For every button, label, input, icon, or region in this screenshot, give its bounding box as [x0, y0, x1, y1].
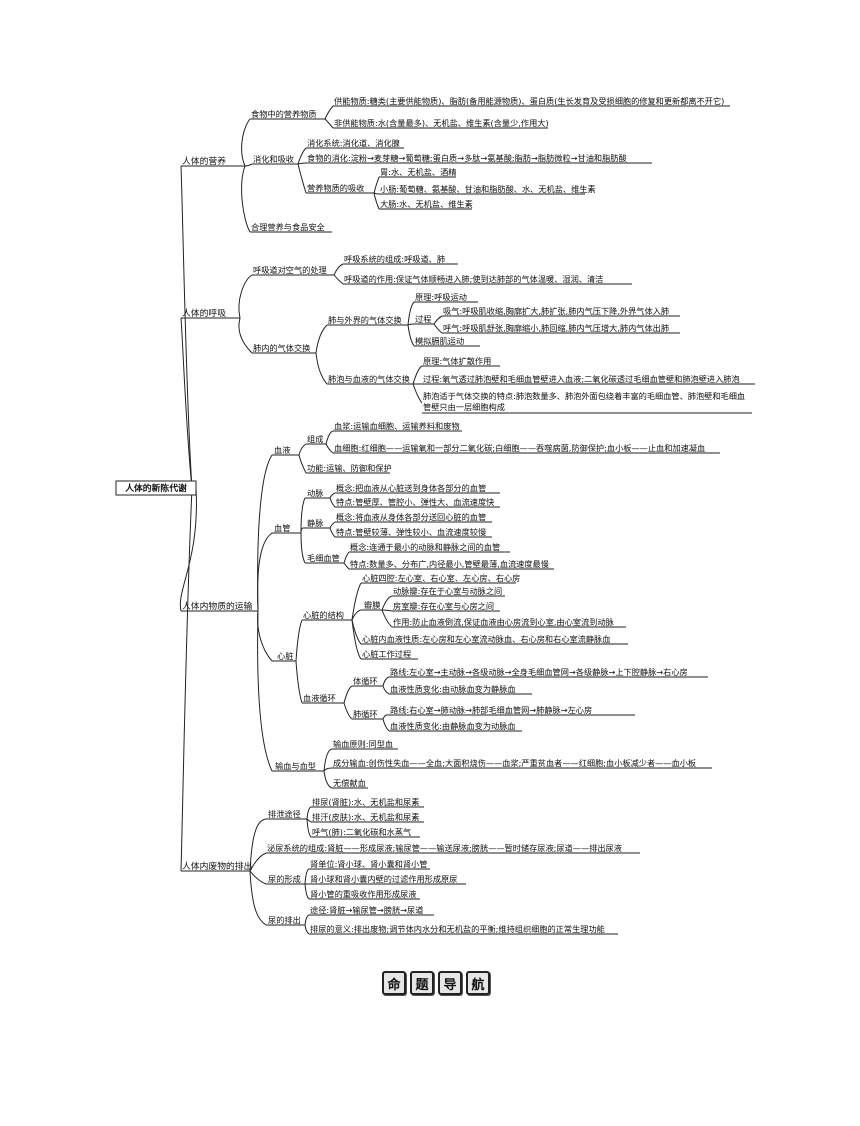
node-b3-3-2-1-2: 血液性质变化:由动脉血变为静脉血 [390, 684, 516, 694]
node-b2-2-2-3b: 管壁只由一层细胞构成 [423, 402, 505, 412]
node-b3-4-2: 成分输血:创伤性失血——全血;大面积烧伤——血浆;严重贫血者——红细胞;血小板减… [333, 758, 696, 768]
root-node: 人体的新陈代谢 [115, 480, 197, 496]
node-b2-2-2: 肺泡与血液的气体交换 [328, 374, 410, 384]
node-b2-2-1-2-1: 吸气:呼吸肌收缩,胸廓扩大,肺扩张,肺内气压下降,外界气体入肺 [443, 306, 669, 316]
node-b1-2-3-2: 小肠:葡萄糖、氨基酸、甘油和脂肪酸、水、无机盐、维生素 [380, 184, 596, 194]
node-b2-2-2-2: 过程:氧气透过肺泡壁和毛细血管壁进入血液;二氧化碳透过毛细血管壁和肺泡壁进入肺泡 [423, 374, 740, 384]
node-b3-1: 血液 [274, 445, 290, 455]
node-b2-1: 呼吸道对空气的处理 [253, 265, 327, 275]
node-b3-2-1-1: 概念:把血液从心脏送到身体各部分的血管 [336, 483, 486, 493]
node-b3-2-3: 毛细血管 [307, 553, 340, 563]
node-b4-4-2: 排尿的意义:排出废物;调节体内水分和无机盐的平衡;维持组织细胞的正常生理功能 [310, 924, 605, 934]
node-b3-3-1-2: 瓣膜 [364, 600, 380, 610]
node-b2-2: 肺内的气体交换 [253, 343, 310, 353]
node-b4-1-1: 排尿(肾脏):水、无机盐和尿素 [312, 797, 419, 807]
node-b2-1-2: 呼吸道的作用:保证气体顺畅进入肺;使到达肺部的气体温暖、湿润、清洁 [344, 274, 603, 284]
node-b2-2-2-3a: 肺泡适于气体交换的特点:肺泡数量多、肺泡外面包绕着丰富的毛细血管、肺泡壁和毛细血 [423, 391, 745, 401]
node-b3-3: 心脏 [277, 651, 293, 661]
node-b2-2-1-2: 过程 [415, 314, 431, 324]
heading-char-1: 命 [382, 971, 406, 995]
branch-transport: 人体内物质的运输 血液 组成 血浆:运输血细胞、运输养料和废物 血细胞:红细胞—… [181, 421, 720, 789]
node-b3-2-3-1: 概念:连通于最小的动脉和静脉之间的血管 [350, 542, 500, 552]
node-b3-2-2: 静脉 [307, 518, 323, 528]
node-b4-2: 泌尿系统的组成:肾脏——形成尿液;输尿管——输送尿液;膀胱——暂时储存尿液;尿道… [267, 843, 622, 853]
node-b4-1-3: 呼气(肺):二氧化碳和水蒸气 [312, 827, 411, 837]
node-b3-2: 血管 [274, 523, 290, 533]
connectors [179, 105, 443, 935]
node-b3-3-2-1: 体循环 [353, 676, 378, 686]
node-b2-1-1: 呼吸系统的组成:呼吸道、肺 [344, 254, 445, 264]
node-b4-3-1: 肾单位:肾小球、肾小囊和肾小管 [310, 859, 427, 869]
node-b3-3-2: 血液循环 [303, 693, 336, 703]
node-b1-3: 合理营养与食品安全 [251, 222, 325, 232]
node-b3-1-1-1: 血浆:运输血细胞、运输养料和废物 [334, 421, 460, 431]
node-b3-4-3: 无偿献血 [333, 778, 366, 788]
node-b1-2-2: 食物的消化:淀粉→麦芽糖→葡萄糖;蛋白质→多肽→氨基酸;脂肪→脂肪微粒→甘油和脂… [307, 153, 627, 163]
node-b4-4: 尿的排出 [268, 915, 301, 925]
node-b1-2-3-1: 胃:水、无机盐、酒精 [380, 167, 456, 177]
node-b3-1-1-2: 血细胞:红细胞——运输氧和一部分二氧化碳;白细胞——吞噬病菌,防御保护;血小板—… [334, 443, 705, 453]
node-b3-2-1: 动脉 [307, 488, 323, 498]
heading-char-2: 题 [410, 971, 434, 995]
node-b4-1: 排泄途径 [268, 809, 301, 819]
node-b3-3-1-2-3: 作用:防止血液倒流,保证血液由心房流到心室,由心室流到动脉 [393, 617, 614, 627]
node-b3-3-1-3: 心脏内血液性质:左心房和左心室流动脉血、右心房和右心室流静脉血 [362, 634, 610, 644]
node-b3-3-1-1: 心脏四腔:左心室、右心室、左心房、右心房 [362, 573, 520, 583]
node-b1-2-3-3: 大肠:水、无机盐、维生素 [380, 199, 473, 209]
node-b1-2-1: 消化系统:消化道、消化腺 [307, 138, 400, 148]
node-b4-3-3: 肾小管的重吸收作用形成尿液 [310, 889, 416, 899]
node-b1-1-1: 供能物质:糖类(主要供能物质)、脂肪(备用能源物质)、蛋白质(生长发育及受损细胞… [334, 96, 724, 106]
node-b1-1: 食物中的营养物质 [251, 109, 317, 119]
node-b1: 人体的营养 [182, 155, 226, 167]
node-b3-2-2-1: 概念:将血液从身体各部分送回心脏的血管 [336, 512, 486, 522]
node-b4: 人体内废物的排出 [182, 860, 252, 872]
node-b4-1-2: 排汗(皮肤):水、无机盐和尿素 [312, 812, 419, 822]
heading-char-3: 导 [438, 971, 462, 995]
node-b4-3-2: 肾小球和肾小囊内壁的过滤作用形成原尿 [310, 874, 457, 884]
node-b1-2: 消化和吸收 [253, 154, 294, 164]
node-b2-2-1-3: 模拟膈肌运动 [415, 336, 464, 346]
node-b3-3-2-1-1: 路线:左心室→主动脉→各级动脉→全身毛细血管网→各级静脉→上下腔静脉→右心房 [390, 667, 688, 677]
root-node-label: 人体的新陈代谢 [125, 482, 187, 494]
node-b3-3-1-2-1: 动脉瓣:存在于心室与动脉之间 [393, 586, 502, 596]
node-b3-4-1: 输血原则:同型血 [333, 739, 393, 749]
root-node-box [115, 480, 197, 496]
node-b3-3-1-4: 心脏工作过程 [362, 649, 411, 659]
node-b3: 人体内物质的运输 [182, 600, 253, 612]
node-b3-3-2-2-1: 路线:右心室→肺动脉→肺部毛细血管网→肺静脉→左心房 [390, 705, 592, 715]
node-b2-2-2-1: 原理:气体扩散作用 [423, 356, 491, 366]
node-b3-2-2-2: 特点:管壁较薄、弹性较小、血流速度较慢 [336, 527, 486, 537]
section-heading: 命 题 导 航 [382, 971, 490, 995]
node-b3-3-1-2-2: 房室瓣:存在心室与心房之间 [393, 601, 494, 611]
branch-respiration: 人体的呼吸 呼吸道对空气的处理 呼吸系统的组成:呼吸道、肺 呼吸道的作用:保证气… [181, 254, 755, 414]
node-b3-1-2: 功能:运输、防御和保护 [307, 463, 392, 473]
node-b1-1-2: 非供能物质:水(含量最多)、无机盐、维生素(含量少,作用大) [334, 118, 549, 128]
node-b3-1-1: 组成 [307, 434, 323, 444]
node-b2-2-1: 肺与外界的气体交换 [328, 315, 402, 325]
node-b1-2-3: 营养物质的吸收 [307, 183, 364, 193]
node-b3-3-2-2: 肺循环 [353, 709, 378, 719]
branch-excretion: 人体内废物的排出 排泄途径 排尿(肾脏):水、无机盐和尿素 排汗(皮肤):水、无… [181, 797, 640, 935]
node-b4-4-1: 途径:肾脏→输尿管→膀胱→尿道 [310, 905, 423, 915]
branch-nutrition: 人体的营养 食物中的营养物质 供能物质:糖类(主要供能物质)、脂肪(备用能源物质… [181, 96, 730, 233]
node-b2-2-1-2-2: 呼气:呼吸肌舒张,胸廓缩小,肺回缩,肺内气压增大,肺内气体出肺 [443, 323, 669, 333]
node-b4-3: 尿的形成 [268, 874, 301, 884]
node-b3-4: 输血与血型 [275, 761, 316, 771]
heading-char-4: 航 [466, 971, 490, 995]
node-b3-3-1: 心脏的结构 [303, 610, 344, 620]
node-b2: 人体的呼吸 [182, 307, 226, 319]
node-b3-2-1-2: 特点:管壁厚、管腔小、弹性大、血流速度快 [336, 497, 494, 507]
node-b3-2-3-2: 特点:数量多、分布广,内径最小,管壁最薄,血流速度最慢 [350, 559, 549, 569]
node-b2-2-1-1: 原理:呼吸运动 [415, 292, 467, 302]
node-b3-3-2-2-2: 血液性质变化:由静脉血变为动脉血 [390, 721, 516, 731]
